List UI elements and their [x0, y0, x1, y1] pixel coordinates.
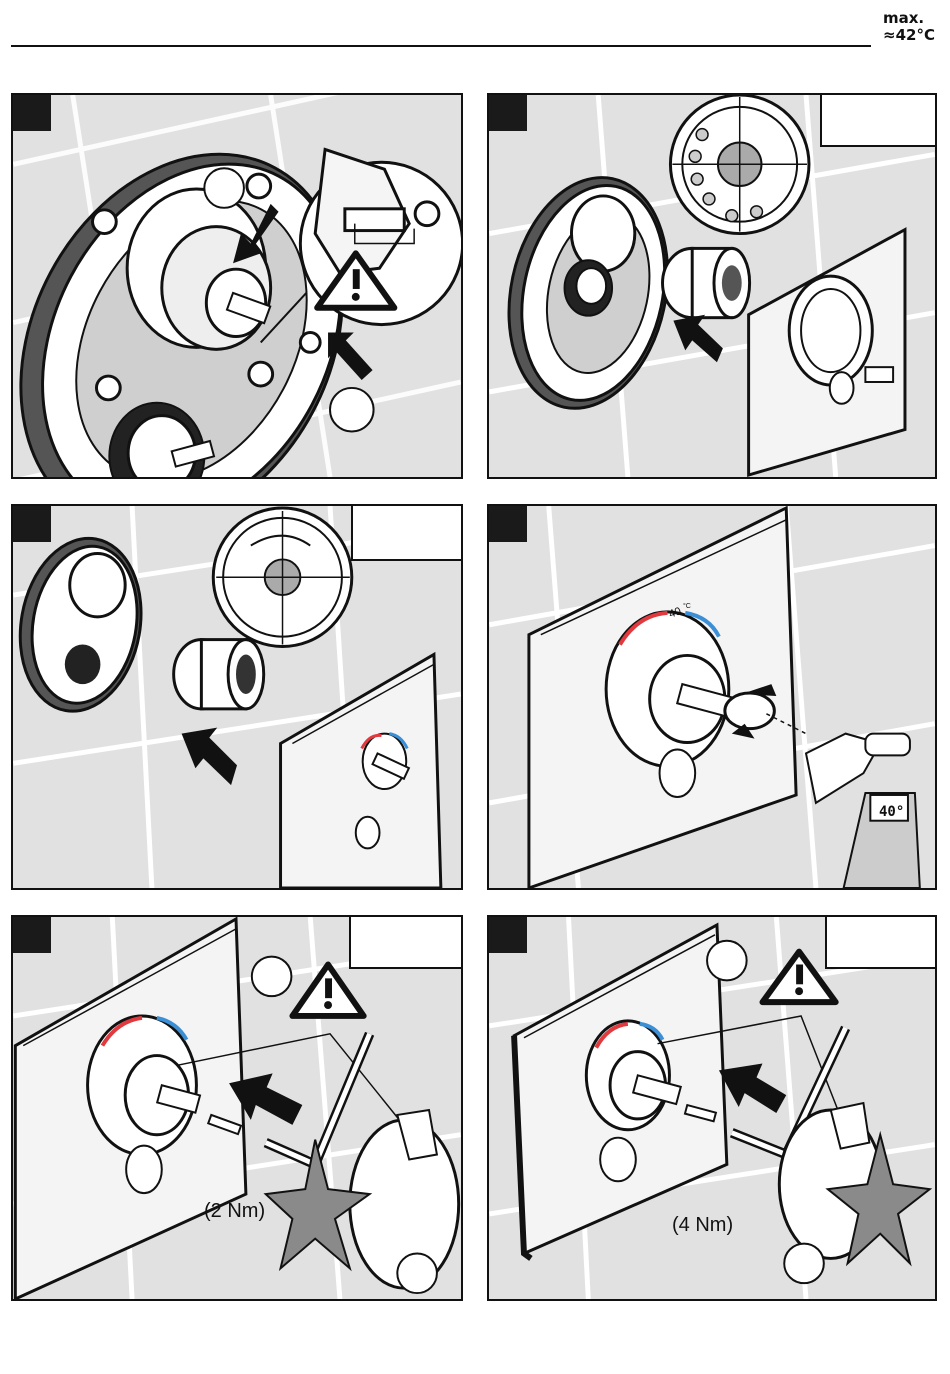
- corner-callout-box: [820, 95, 935, 147]
- panel-step-1: [11, 93, 463, 479]
- step-number-box: [13, 917, 51, 953]
- panel-step-4: 40°: [487, 504, 937, 890]
- step-number-box: [489, 917, 527, 953]
- panel-step-3: [11, 504, 463, 890]
- max-label: max.: [883, 10, 945, 27]
- corner-callout-box: [349, 917, 461, 969]
- corner-callout-box: [351, 506, 461, 561]
- step-number-box: [13, 95, 51, 131]
- illustration-handle-install-4nm: [489, 917, 935, 1299]
- max-temperature-note: max. ≈42°C: [883, 10, 945, 44]
- header-rule: [11, 45, 871, 47]
- panel-step-6: (4 Nm): [487, 915, 937, 1301]
- illustration-handle-install-2nm: [13, 917, 461, 1299]
- panel-step-2: [487, 93, 937, 479]
- step-number-box: [13, 506, 51, 542]
- illustration-sleeve-to-trim: [13, 506, 461, 888]
- illustration-sleeve-plate: [489, 95, 935, 477]
- display-reading: 40°: [879, 804, 904, 820]
- step-number-box: [489, 506, 527, 542]
- torque-label: (2 Nm): [204, 1200, 265, 1223]
- trim-degree-mark: °C: [683, 603, 691, 610]
- illustration-temperature-calibration: [489, 506, 935, 888]
- corner-callout-box: [825, 917, 935, 969]
- max-temp-value: ≈42°C: [883, 27, 945, 44]
- illustration-valve-clip: [13, 95, 461, 477]
- panel-step-5: (2 Nm): [11, 915, 463, 1301]
- step-number-box: [489, 95, 527, 131]
- torque-label: (4 Nm): [672, 1214, 733, 1237]
